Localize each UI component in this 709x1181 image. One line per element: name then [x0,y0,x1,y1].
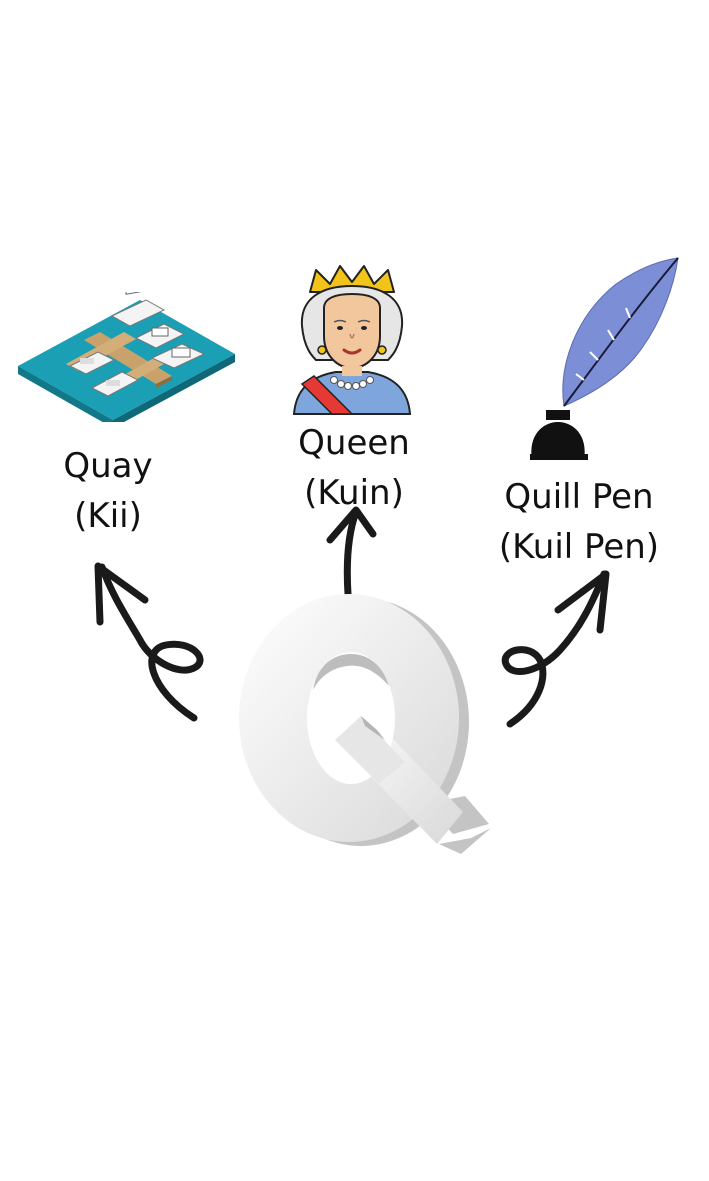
word-quay: Quay [63,446,153,486]
pronunciation-queen: (Kuin) [304,473,404,513]
pronunciation-quill-pen: (Kuil Pen) [498,527,660,567]
word-label-quill-pen: Quill Pen (Kuil Pen) [484,472,674,572]
quay-dock-illustration [18,292,235,422]
queen-illustration [292,265,412,415]
letter-q-3d [239,594,491,854]
word-quill-pen: Quill Pen [504,477,654,517]
pronunciation-quay: (Kii) [74,496,142,536]
arrowhead-queen [326,506,377,544]
arrow-to-quay [98,563,204,722]
arrowhead-quay [94,562,149,626]
word-label-queen: Queen (Kuin) [284,418,424,518]
word-label-quay: Quay (Kii) [48,441,168,541]
word-queen: Queen [298,423,410,463]
arrow-to-queen [343,508,360,598]
arrow-to-quill [501,570,608,728]
quill-pen-illustration [530,257,679,460]
arrowhead-quill [554,570,610,634]
